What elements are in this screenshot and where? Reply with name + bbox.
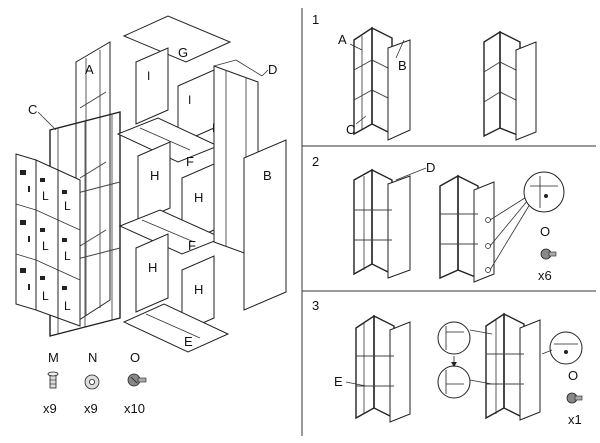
label-b: B <box>263 168 272 183</box>
step-2: 2 D O <box>312 154 565 283</box>
step-2-callout-d: D <box>426 160 435 175</box>
label-i-1: I <box>147 69 150 83</box>
step-1-callout-c: C <box>346 122 355 137</box>
bolt-icon <box>540 248 557 260</box>
washer-icon <box>84 374 100 390</box>
panel-i-left <box>135 47 169 125</box>
step-2-frame-right <box>439 174 495 283</box>
hardware-count-n: x9 <box>84 401 98 416</box>
step-2-frame-left <box>353 168 411 279</box>
step-2-count: x6 <box>538 268 552 283</box>
label-g: G <box>178 45 188 60</box>
step-3: 3 E <box>312 298 583 427</box>
step-3-part: O <box>568 368 578 383</box>
step-3-frame-left <box>355 314 411 423</box>
label-l-6: L <box>64 299 71 313</box>
top-panel-g <box>122 15 232 63</box>
step-3-frame-right <box>485 312 541 421</box>
magnifier-detail-icon <box>549 331 583 365</box>
panel-h-3 <box>135 233 169 313</box>
label-l-3: L <box>42 239 49 253</box>
step-1-callout-b: B <box>398 58 407 73</box>
label-h-3: H <box>148 260 157 275</box>
label-l-2: L <box>64 199 71 213</box>
locker-doors <box>15 153 81 327</box>
label-h-2: H <box>194 190 203 205</box>
step-1-frame-left <box>353 26 411 141</box>
hardware-letter-m: M <box>48 350 59 365</box>
step-1-frame-right <box>483 30 537 141</box>
label-l-1: L <box>42 189 49 203</box>
side-frame-a <box>75 41 111 323</box>
bolt-icon <box>127 373 147 387</box>
hardware-letter-n: N <box>88 350 97 365</box>
step-3-callout-e: E <box>334 374 343 389</box>
label-l-5: L <box>42 289 49 303</box>
panel-h-4 <box>181 255 215 333</box>
exploded-view: A C <box>15 15 287 353</box>
step-1-callout-a: A <box>338 32 347 47</box>
step-1-number: 1 <box>312 12 319 27</box>
step-2-part: O <box>540 224 550 239</box>
magnifier-detail-icon <box>523 171 565 213</box>
label-a: A <box>85 62 94 77</box>
step-3-number: 3 <box>312 298 319 313</box>
hardware-count-o: x10 <box>124 401 145 416</box>
label-c: C <box>28 102 37 117</box>
step-3-count: x1 <box>568 412 582 427</box>
panel-h-1 <box>137 141 171 223</box>
pin-icon <box>47 371 59 389</box>
label-d: D <box>268 62 277 77</box>
label-f-2: F <box>188 238 196 253</box>
hardware-legend: M N O x9 x9 x10 <box>43 350 147 416</box>
label-l-4: L <box>64 249 71 263</box>
label-h-1: H <box>150 168 159 183</box>
hardware-letter-o: O <box>130 350 140 365</box>
label-f-1: F <box>186 154 194 169</box>
bolt-icon <box>566 392 583 404</box>
label-h-4: H <box>194 282 203 297</box>
magnifier-detail-icon <box>437 321 471 399</box>
label-e: E <box>184 334 193 349</box>
step-2-number: 2 <box>312 154 319 169</box>
hardware-count-m: x9 <box>43 401 57 416</box>
label-i-2: I <box>188 93 191 107</box>
back-panel-b <box>243 139 287 311</box>
step-1: 1 A B C <box>312 12 537 141</box>
